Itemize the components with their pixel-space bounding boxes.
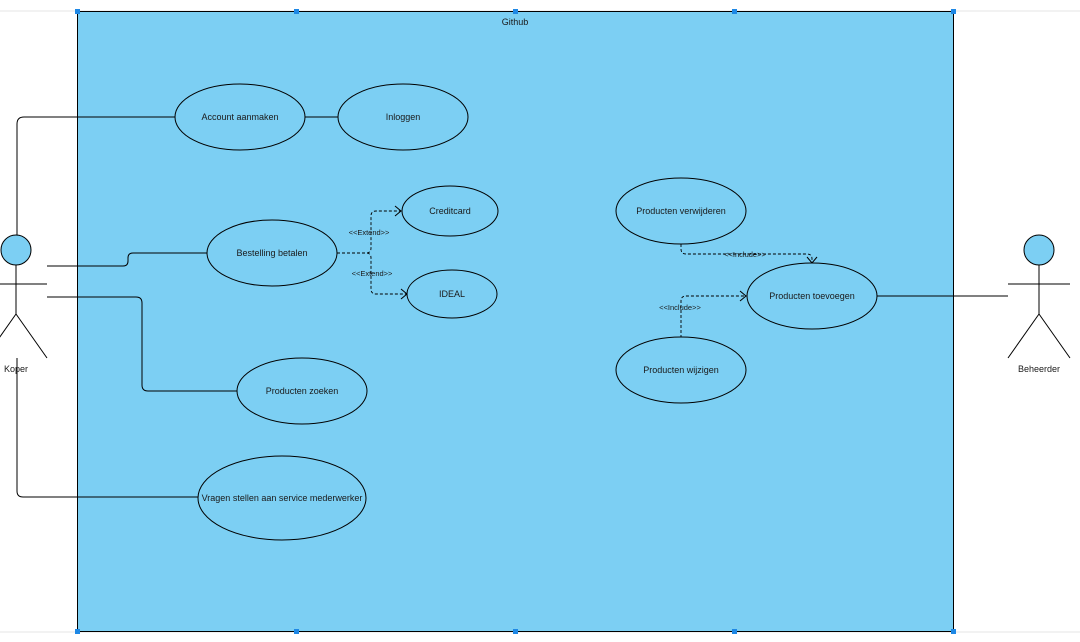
actor-beheerder-head xyxy=(1023,234,1055,266)
actor-label-koper: Koper xyxy=(4,364,28,374)
extend-arrow-ideal[interactable] xyxy=(337,252,407,295)
actor-koper-head xyxy=(0,234,32,266)
usecase-label-producten-verwijderen: Producten verwijderen xyxy=(636,206,726,216)
usecase-vragen-stellen[interactable]: Vragen stellen aan service mederwerker xyxy=(197,455,367,541)
include-label-verwijderen: <<Include>> xyxy=(724,250,766,259)
association-koper-bestelling-betalen[interactable] xyxy=(47,252,207,267)
actor-koper-left-leg xyxy=(0,313,17,338)
association-koper-vragen-stellen[interactable] xyxy=(16,358,198,498)
actor-beheerder-right-leg xyxy=(1038,313,1071,359)
actor-beheerder-left-leg xyxy=(1007,313,1040,359)
arrowhead-creditcard xyxy=(394,205,402,217)
resize-handle[interactable] xyxy=(75,629,80,634)
usecase-label-ideal: IDEAL xyxy=(439,289,465,299)
usecase-label-producten-wijzigen: Producten wijzigen xyxy=(643,365,719,375)
resize-handle[interactable] xyxy=(75,9,80,14)
association-koper-producten-zoeken[interactable] xyxy=(47,296,237,392)
actor-beheerder[interactable]: Beheerder xyxy=(1007,234,1071,374)
usecase-label-vragen-stellen: Vragen stellen aan service mederwerker xyxy=(202,493,363,503)
associations xyxy=(16,116,1008,498)
include-arrow-verwijderen[interactable] xyxy=(680,244,813,263)
usecase-label-bestelling-betalen: Bestelling betalen xyxy=(236,248,307,258)
resize-handle[interactable] xyxy=(294,9,299,14)
extend-arrow-creditcard[interactable] xyxy=(337,210,401,254)
use-cases: Account aanmaken Inloggen Bestelling bet… xyxy=(174,83,878,541)
usecase-account-aanmaken[interactable]: Account aanmaken xyxy=(174,83,306,151)
usecase-label-inloggen: Inloggen xyxy=(386,112,421,122)
include-label-wijzigen: <<Include>> xyxy=(659,303,701,312)
usecase-label-account-aanmaken: Account aanmaken xyxy=(201,112,278,122)
selection-handles xyxy=(75,9,956,634)
association-koper-account-aanmaken[interactable] xyxy=(16,116,175,237)
arrowhead-toevoegen-left xyxy=(739,290,747,302)
resize-handle[interactable] xyxy=(951,629,956,634)
include-arrow-wijzigen[interactable] xyxy=(680,295,746,338)
usecase-producten-toevoegen[interactable]: Producten toevoegen xyxy=(746,262,878,330)
usecase-bestelling-betalen[interactable]: Bestelling betalen xyxy=(206,219,338,287)
usecase-label-producten-zoeken: Producten zoeken xyxy=(266,386,339,396)
resize-handle[interactable] xyxy=(951,9,956,14)
extend-label-creditcard: <<Extend>> xyxy=(349,228,390,237)
usecase-inloggen[interactable]: Inloggen xyxy=(337,83,469,151)
system-title: Github xyxy=(502,17,529,27)
extend-label-ideal: <<Extend>> xyxy=(352,269,393,278)
usecase-producten-wijzigen[interactable]: Producten wijzigen xyxy=(615,336,747,404)
usecase-ideal[interactable]: IDEAL xyxy=(406,269,498,319)
usecase-label-producten-toevoegen: Producten toevoegen xyxy=(769,291,855,301)
actor-koper-right-leg xyxy=(15,313,48,359)
usecase-producten-zoeken[interactable]: Producten zoeken xyxy=(236,357,368,425)
dependencies xyxy=(337,210,813,338)
usecase-creditcard[interactable]: Creditcard xyxy=(401,185,499,237)
actor-koper[interactable]: Koper xyxy=(0,234,48,374)
resize-handle[interactable] xyxy=(294,629,299,634)
resize-handle[interactable] xyxy=(732,9,737,14)
usecase-producten-verwijderen[interactable]: Producten verwijderen xyxy=(615,177,747,245)
resize-handle[interactable] xyxy=(513,9,518,14)
resize-handle[interactable] xyxy=(513,629,518,634)
resize-handle[interactable] xyxy=(732,629,737,634)
actor-label-beheerder: Beheerder xyxy=(1018,364,1060,374)
usecase-label-creditcard: Creditcard xyxy=(429,206,471,216)
